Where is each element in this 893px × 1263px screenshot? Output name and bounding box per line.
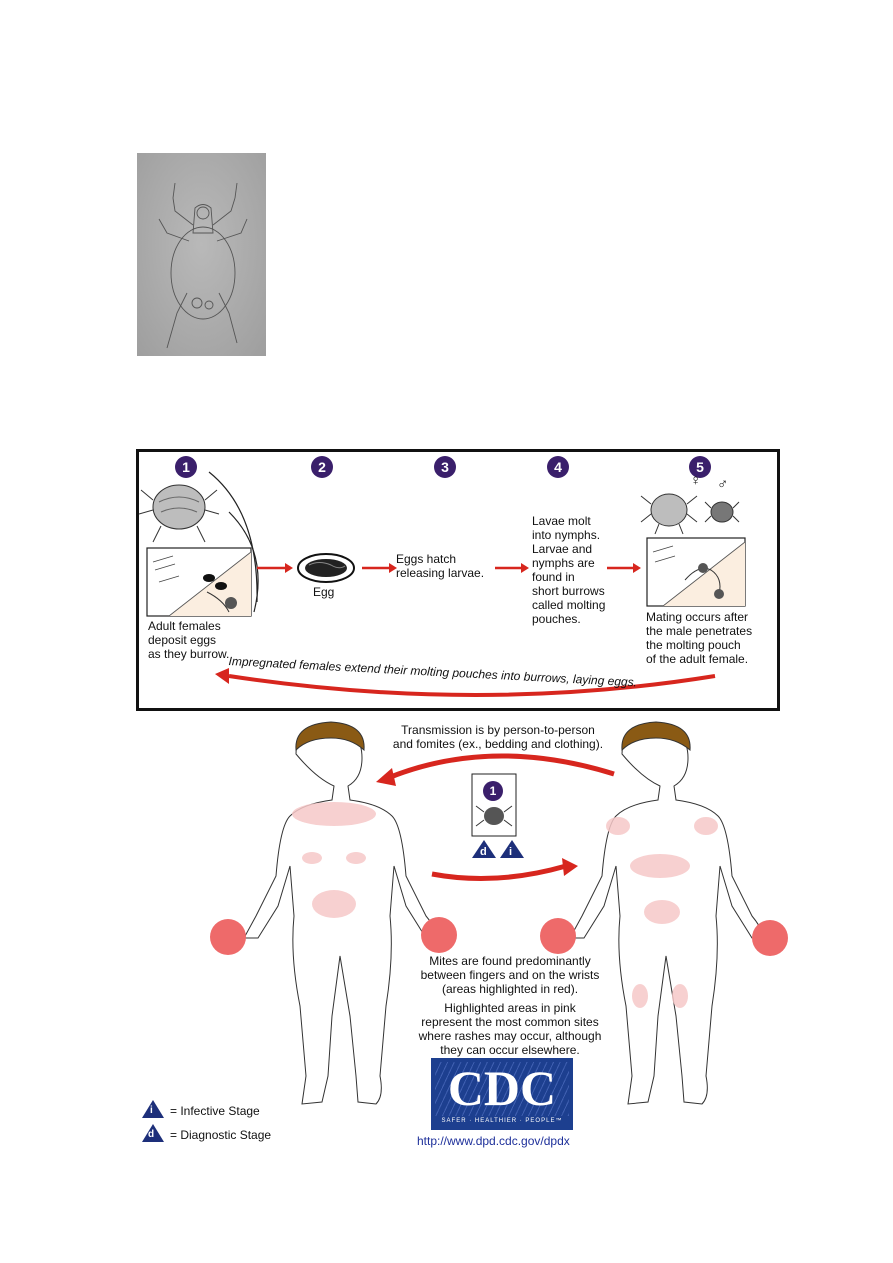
inset-step-badge: 1 xyxy=(483,781,503,801)
egg-label: Egg xyxy=(313,585,334,599)
step-4-caption: Lavae molt into nymphs. Larvae and nymph… xyxy=(532,514,605,626)
legend-infective-label: = Infective Stage xyxy=(170,1104,260,1118)
transmission-caption: Transmission is by person-to-person and … xyxy=(378,723,618,751)
step-3-caption: Eggs hatch releasing larvae. xyxy=(396,552,484,580)
adult-female-mite-icon xyxy=(139,485,219,542)
female-symbol: ♀ xyxy=(690,472,701,489)
legend-diagnostic-label: = Diagnostic Stage xyxy=(170,1128,271,1142)
cdc-url-link[interactable]: http://www.dpd.cdc.gov/dpdx xyxy=(417,1134,570,1148)
male-symbol: ♂ xyxy=(717,476,728,493)
mites-note: Mites are found predominantly between fi… xyxy=(400,954,620,996)
step-1-caption: Adult females deposit eggs as they burro… xyxy=(148,619,229,661)
step-5-caption: Mating occurs after the male penetrates … xyxy=(646,610,752,666)
cdc-logo: CDC SAFER · HEALTHIER · PEOPLE™ xyxy=(431,1058,573,1130)
rash-note: Highlighted areas in pink represent the … xyxy=(398,1001,622,1057)
legend-diagnostic-icon: d xyxy=(148,1129,154,1140)
life-cycle-panel: 1 2 3 4 5 xyxy=(136,449,780,711)
infective-badge-icon: i xyxy=(509,846,512,858)
legend-infective-icon: i xyxy=(150,1105,153,1116)
cdc-tagline: SAFER · HEALTHIER · PEOPLE™ xyxy=(431,1118,573,1124)
female-male-mites-icon xyxy=(641,494,739,534)
mite-micrograph xyxy=(137,153,266,356)
mite-drawing xyxy=(137,153,266,356)
cdc-logo-text: CDC xyxy=(431,1060,573,1116)
diagnostic-badge-icon: d xyxy=(480,846,487,858)
